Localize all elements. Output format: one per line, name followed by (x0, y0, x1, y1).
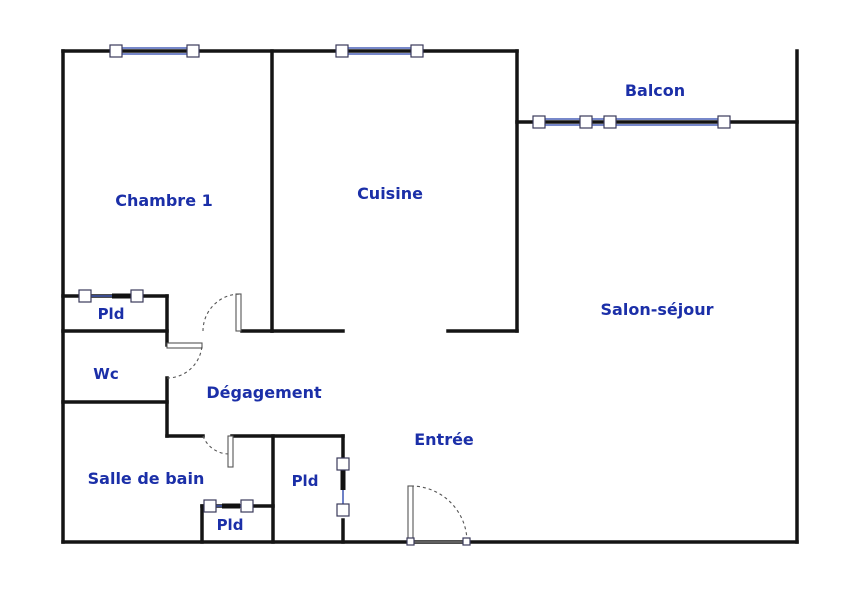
swing-doors (166, 293, 471, 546)
label-pld-1: Pld (98, 305, 125, 323)
label-cuisine: Cuisine (357, 184, 423, 203)
label-salon-sejour: Salon-séjour (601, 300, 714, 319)
label-salle-de-bain: Salle de bain (88, 469, 205, 488)
door-pld1 (78, 289, 144, 303)
window-cuisine (335, 44, 424, 58)
window-balcon (532, 115, 731, 129)
label-pld-2: Pld (292, 472, 319, 490)
door-pld2 (336, 457, 350, 517)
label-chambre-1: Chambre 1 (115, 191, 213, 210)
door-sdb (202, 435, 234, 468)
room-labels: Chambre 1 Cuisine Balcon Salon-séjour Pl… (88, 81, 714, 534)
label-degagement: Dégagement (206, 383, 322, 402)
door-entree (406, 485, 471, 546)
door-pld3 (203, 499, 254, 513)
windows (109, 44, 731, 129)
placard-doors (78, 289, 350, 517)
label-wc: Wc (93, 365, 118, 383)
label-balcon: Balcon (625, 81, 685, 100)
window-chambre (109, 44, 200, 58)
label-pld-3: Pld (217, 516, 244, 534)
door-chambre (202, 293, 242, 332)
label-entree: Entrée (414, 430, 474, 449)
door-wc (166, 342, 203, 379)
